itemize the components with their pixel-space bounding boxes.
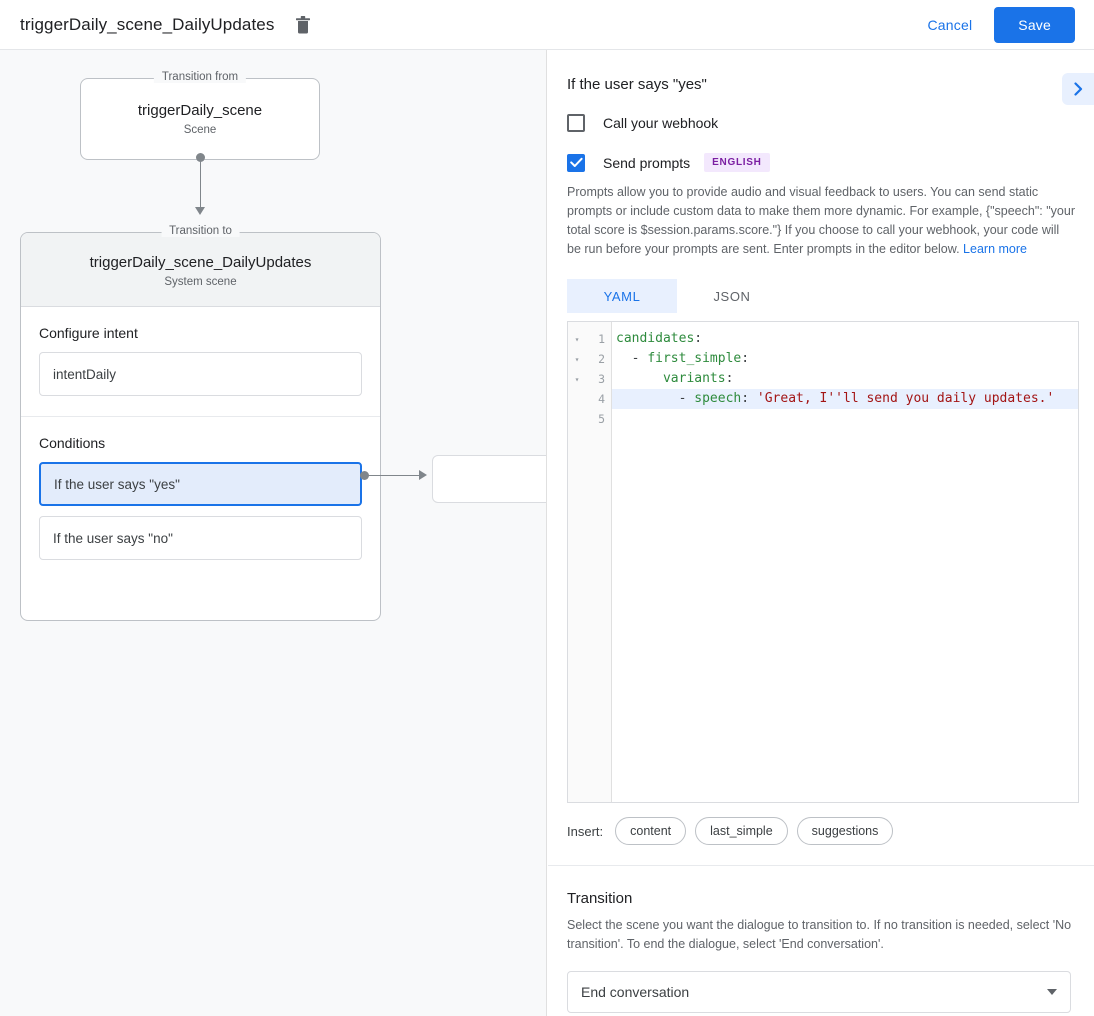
- insert-row: Insert: content last_simple suggestions: [567, 817, 1075, 845]
- call-webhook-checkbox[interactable]: [567, 114, 585, 132]
- code-token: 'Great, I''ll send you daily updates.': [756, 391, 1055, 406]
- transition-to-subtitle: System scene: [164, 276, 237, 288]
- transition-select[interactable]: End conversation: [567, 971, 1071, 1013]
- connector-arrow-right: [419, 470, 427, 480]
- flow-canvas[interactable]: Transition from triggerDaily_scene Scene…: [0, 50, 547, 1016]
- send-prompts-row: Send prompts ENGLISH: [567, 153, 1075, 172]
- code-token: :: [741, 351, 750, 366]
- editor-code-area[interactable]: candidates: - first_simple: variants: - …: [612, 322, 1078, 802]
- connector-dot-source: [196, 153, 205, 162]
- insert-chip-last-simple[interactable]: last_simple: [695, 817, 788, 845]
- code-token: variants: [662, 371, 726, 386]
- editor-line-number: ▾2: [568, 349, 611, 369]
- panel-header: If the user says "yes": [548, 50, 1094, 93]
- delete-button[interactable]: [290, 12, 316, 38]
- send-prompts-checkbox[interactable]: [567, 153, 585, 172]
- tab-json[interactable]: JSON: [713, 288, 751, 304]
- editor-code-line[interactable]: [612, 409, 1078, 429]
- chevron-right-icon: [1074, 82, 1083, 96]
- editor-code-line[interactable]: variants:: [612, 369, 1078, 389]
- connector-dot-condition: [360, 471, 369, 480]
- editor-line-number: ▾3: [568, 369, 611, 389]
- transition-to-header: triggerDaily_scene_DailyUpdates System s…: [21, 233, 380, 307]
- condition-item-no[interactable]: If the user says "no": [39, 516, 362, 560]
- insert-label: Insert:: [567, 823, 604, 839]
- panel-body: Call your webhook Send prompts ENGLISH P…: [548, 114, 1094, 1013]
- insert-chip-suggestions[interactable]: suggestions: [796, 817, 894, 845]
- code-token: -: [616, 391, 695, 406]
- cancel-button[interactable]: Cancel: [916, 9, 985, 41]
- page-title: triggerDaily_scene_DailyUpdates: [20, 14, 275, 34]
- transition-from-node[interactable]: Transition from triggerDaily_scene Scene: [80, 71, 320, 160]
- configure-intent-section: Configure intent intentDaily: [21, 307, 380, 416]
- code-token: :: [694, 331, 703, 346]
- fold-triangle-icon[interactable]: ▾: [574, 374, 580, 384]
- prompts-description-text: Prompts allow you to provide audio and v…: [567, 185, 1075, 256]
- language-badge: ENGLISH: [704, 153, 770, 172]
- transition-section-title: Transition: [567, 890, 633, 907]
- transition-section-description: Select the scene you want the dialogue t…: [567, 918, 1072, 951]
- editor-code-line[interactable]: candidates:: [612, 329, 1078, 349]
- line-number-value: 5: [598, 412, 605, 426]
- line-number-value: 4: [598, 392, 605, 406]
- transition-from-title: triggerDaily_scene: [137, 102, 263, 119]
- code-token: first_simple: [647, 351, 742, 366]
- code-token: :: [741, 391, 757, 406]
- transition-to-title: triggerDaily_scene_DailyUpdates: [89, 254, 312, 271]
- intent-field[interactable]: intentDaily: [39, 352, 362, 396]
- transition-to-node[interactable]: Transition to triggerDaily_scene_DailyUp…: [20, 225, 381, 621]
- details-panel: If the user says "yes" Call your webhook: [548, 50, 1094, 1016]
- learn-more-link[interactable]: Learn more: [963, 242, 1027, 256]
- top-bar: triggerDaily_scene_DailyUpdates Cancel S…: [0, 0, 1094, 50]
- code-token: [616, 371, 663, 386]
- code-token: :: [725, 371, 734, 386]
- code-token: speech: [694, 391, 742, 406]
- connector-line-vertical: [200, 158, 201, 210]
- code-token: -: [616, 351, 648, 366]
- editor-line-number: ▾1: [568, 329, 611, 349]
- editor-format-tabs: YAML JSON: [567, 279, 1075, 313]
- expand-panel-button[interactable]: [1062, 73, 1094, 105]
- save-button[interactable]: Save: [994, 6, 1075, 43]
- checkmark-icon: [569, 157, 583, 167]
- fold-triangle-icon[interactable]: ▾: [574, 334, 580, 344]
- transition-to-legend: Transition to: [161, 225, 240, 237]
- caret-down-icon: [1047, 989, 1057, 995]
- transition-from-subtitle: Scene: [183, 124, 217, 136]
- panel-title: If the user says "yes": [567, 76, 707, 93]
- code-token: candidates: [616, 331, 695, 346]
- line-number-value: 2: [598, 352, 605, 366]
- configure-intent-label: Configure intent: [39, 325, 138, 341]
- conditions-label: Conditions: [39, 435, 106, 451]
- downstream-node-card[interactable]: [432, 455, 546, 503]
- conditions-section: Conditions If the user says "yes" If the…: [21, 416, 380, 590]
- connector-line-horizontal: [366, 475, 421, 476]
- editor-line-number: 4: [568, 389, 611, 409]
- tab-yaml[interactable]: YAML: [567, 279, 677, 313]
- send-prompts-label: Send prompts: [603, 154, 691, 171]
- trash-icon: [296, 15, 311, 33]
- transition-from-legend: Transition from: [153, 71, 247, 83]
- editor-line-number: 5: [568, 409, 611, 429]
- line-number-value: 3: [598, 372, 605, 386]
- editor-code-line[interactable]: - speech: 'Great, I''ll send you daily u…: [612, 389, 1078, 409]
- transition-select-value: End conversation: [581, 984, 690, 1000]
- prompts-description: Prompts allow you to provide audio and v…: [567, 183, 1075, 259]
- section-divider: [548, 865, 1094, 866]
- insert-chip-content[interactable]: content: [615, 817, 687, 845]
- connector-arrow-down: [195, 207, 205, 215]
- editor-code-line[interactable]: - first_simple:: [612, 349, 1078, 369]
- call-webhook-label: Call your webhook: [603, 115, 719, 131]
- fold-triangle-icon[interactable]: ▾: [574, 354, 580, 364]
- line-number-value: 1: [598, 332, 605, 346]
- condition-item-yes[interactable]: If the user says "yes": [39, 462, 362, 506]
- webhook-row: Call your webhook: [567, 114, 1075, 132]
